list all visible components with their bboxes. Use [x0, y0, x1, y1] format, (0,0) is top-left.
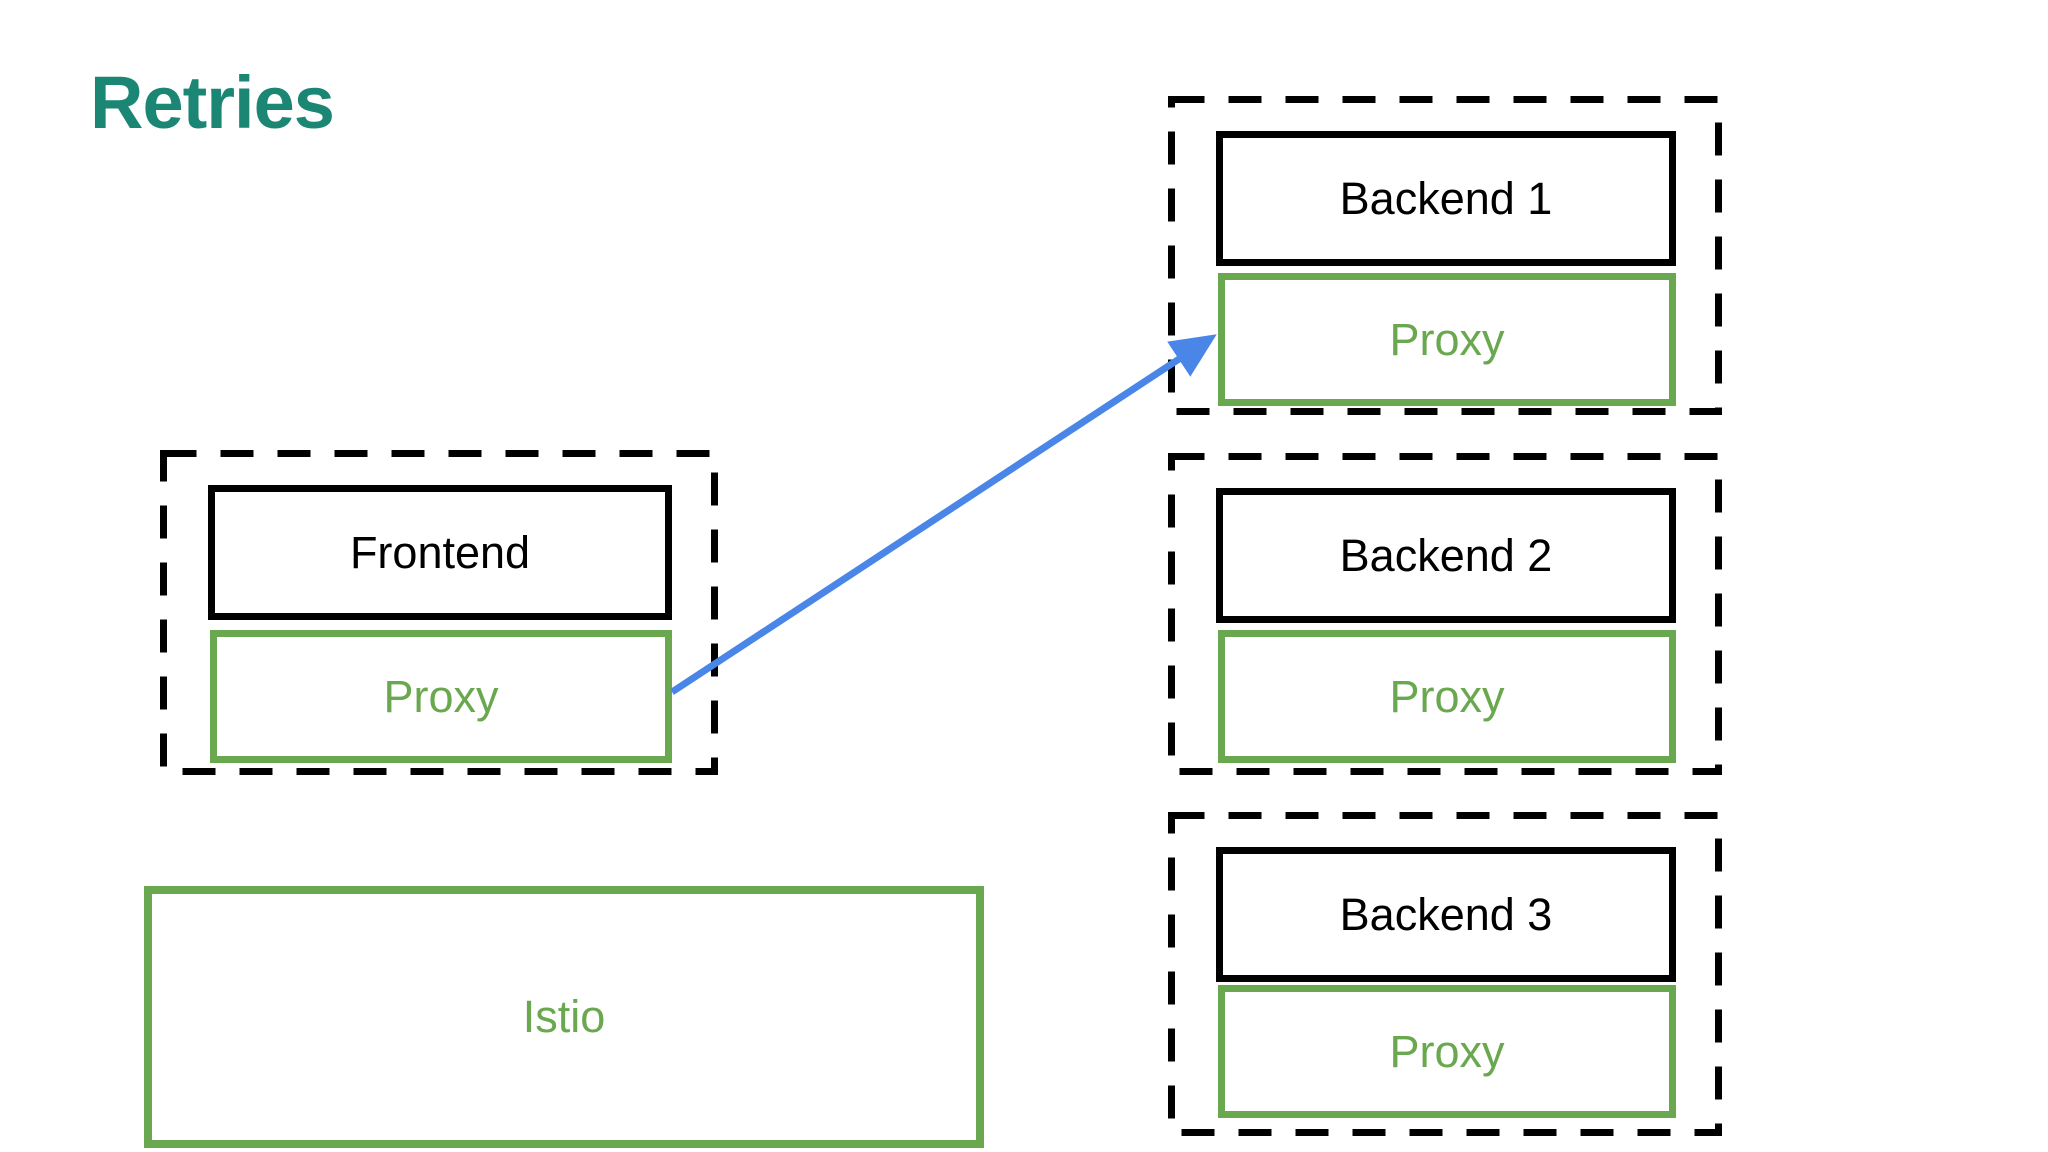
backend3-proxy-box: Proxy — [1218, 985, 1676, 1118]
backend3-group-border — [1168, 812, 1722, 1136]
backend1-box: Backend 1 — [1216, 131, 1676, 266]
backend2-proxy-label: Proxy — [1389, 670, 1505, 722]
backend1-proxy-box: Proxy — [1218, 273, 1676, 406]
backend3-proxy-label: Proxy — [1389, 1025, 1505, 1077]
frontend-group: Frontend Proxy — [160, 450, 718, 775]
frontend-proxy-box: Proxy — [210, 630, 672, 763]
backend1-proxy-label: Proxy — [1389, 313, 1505, 365]
backend2-proxy-box: Proxy — [1218, 630, 1676, 763]
retry-arrow-line — [670, 334, 1217, 695]
backend1-group: Backend 1 Proxy — [1168, 96, 1722, 415]
backend2-label: Backend 2 — [1339, 529, 1553, 581]
istio-box: Istio — [144, 886, 984, 1148]
backend1-group-border — [1168, 96, 1722, 415]
backend1-label: Backend 1 — [1339, 172, 1553, 224]
page-title: Retries — [90, 61, 335, 144]
frontend-proxy-label: Proxy — [383, 670, 499, 722]
backend2-box: Backend 2 — [1216, 488, 1676, 623]
backend2-group: Backend 2 Proxy — [1168, 453, 1722, 775]
frontend-box: Frontend — [208, 485, 672, 620]
backend3-box: Backend 3 — [1216, 847, 1676, 982]
istio-label: Istio — [522, 991, 606, 1042]
backend3-group: Backend 3 Proxy — [1168, 812, 1722, 1136]
backend3-label: Backend 3 — [1339, 888, 1553, 940]
frontend-label: Frontend — [349, 526, 531, 578]
